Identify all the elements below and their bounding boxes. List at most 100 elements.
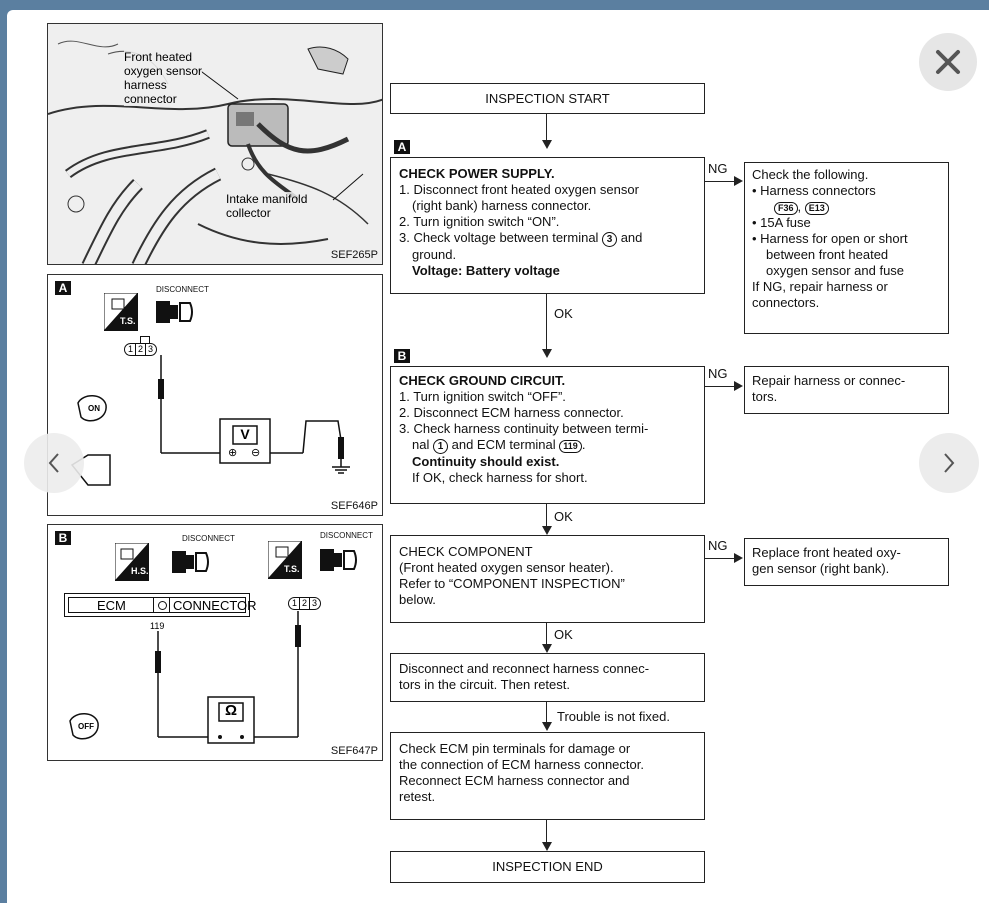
pin-3: 3	[312, 598, 318, 608]
comp-line-1: (Front heated oxygen sensor heater).	[399, 560, 614, 575]
repair-harness-box: Repair harness or connec- tors.	[744, 366, 949, 414]
arrow-down	[542, 349, 552, 358]
connector-e13: E13	[804, 202, 829, 215]
ground-title: CHECK GROUND CIRCUIT.	[399, 373, 566, 388]
step-letter-a: A	[394, 140, 410, 154]
figure-ref: SEF646P	[330, 500, 378, 512]
ecm-pin-number: 119	[150, 621, 165, 631]
check-note: If NG, repair harness or	[752, 279, 888, 294]
callout-sensor: Front heated oxygen sensor harness conne…	[124, 50, 203, 106]
arrow-right	[734, 553, 743, 563]
pin-3: 3	[148, 344, 154, 354]
check-note-b: connectors.	[752, 295, 820, 310]
chevron-right-icon	[944, 453, 955, 473]
figure-ref: SEF647P	[330, 745, 378, 757]
power-step-2: 2. Turn ignition switch “ON”.	[399, 214, 560, 229]
ecm-line-4: retest.	[399, 789, 436, 804]
repair-line-2: tors.	[752, 389, 778, 404]
comp-title: CHECK COMPONENT	[399, 544, 533, 559]
ignition-off-label: OFF	[78, 722, 94, 731]
ts-icon	[268, 541, 302, 579]
arrow-down	[542, 526, 552, 535]
meter-plus: ⊕	[228, 447, 238, 459]
close-button[interactable]	[919, 33, 977, 91]
comp-line-3: below.	[399, 592, 436, 607]
ground-step-2: 2. Disconnect ECM harness connector.	[399, 405, 624, 420]
arrow-down	[542, 722, 552, 731]
ecm-connector: ECM CONNECTOR	[64, 593, 257, 617]
ts-label: T.S.	[120, 316, 136, 326]
ng-label: NG	[708, 538, 728, 553]
ok-label: OK	[554, 627, 573, 642]
engine-photo-panel: Front heated oxygen sensor harness conne…	[47, 23, 383, 265]
ecm-terminal-119: 119	[559, 440, 582, 453]
meter-minus: ⊖	[251, 447, 261, 459]
check-ecm-box: Check ECM pin terminals for damage or th…	[390, 732, 705, 820]
hs-icon	[115, 543, 149, 581]
connector-disconnect-icon	[320, 549, 357, 571]
arrow-down	[542, 140, 552, 149]
step-letter-b: B	[394, 349, 410, 363]
power-result: Voltage: Battery voltage	[412, 263, 560, 278]
connector-disconnect-icon	[156, 301, 193, 323]
wiring-a	[70, 355, 350, 486]
replace-line-1: Replace front heated oxy-	[752, 545, 901, 560]
check-ground-circuit-box: CHECK GROUND CIRCUIT. 1. Turn ignition s…	[390, 366, 705, 504]
arrow-down	[542, 644, 552, 653]
pin-tab	[140, 336, 150, 344]
check-item-3: • Harness for open or short	[752, 231, 908, 246]
arrow-right	[734, 381, 743, 391]
ground-step-3b: nal 1 and ECM terminal 119.	[412, 437, 586, 454]
check-following-box: Check the following. • Harness connector…	[744, 162, 949, 334]
ng-label: NG	[708, 366, 728, 381]
panel-letter-b: B	[55, 531, 71, 545]
terminal-1: 1	[432, 439, 448, 454]
arrow-down	[542, 842, 552, 851]
start-label: INSPECTION START	[485, 91, 610, 106]
check-item-1: • Harness connectors	[752, 183, 876, 198]
meter-v-label: V	[240, 426, 250, 442]
pin-1: 1	[128, 344, 134, 354]
ng-label: NG	[708, 161, 728, 176]
ground-if-ok: If OK, check harness for short.	[412, 470, 588, 485]
check-power-supply-box: CHECK POWER SUPPLY. 1. Disconnect front …	[390, 157, 705, 294]
engine-photo	[48, 24, 382, 264]
end-label: INSPECTION END	[492, 859, 603, 874]
connector-disconnect-icon	[172, 551, 209, 573]
power-step-1b: (right bank) harness connector.	[412, 198, 592, 213]
callout-manifold: Intake manifold collector	[226, 192, 308, 220]
inspection-end-box: INSPECTION END	[390, 851, 705, 883]
not-fixed-label: Trouble is not fixed.	[557, 709, 670, 724]
ground-step-1: 1. Turn ignition switch “OFF”.	[399, 389, 566, 404]
ecm-line-1: Check ECM pin terminals for damage or	[399, 741, 631, 756]
repair-line-1: Repair harness or connec-	[752, 373, 906, 388]
pin-1: 1	[292, 598, 298, 608]
reconnect-line-1: Disconnect and reconnect harness connec-	[399, 661, 650, 676]
terminal-3: 3	[602, 232, 618, 247]
power-title: CHECK POWER SUPPLY.	[399, 166, 555, 181]
figure-ref: SEF265P	[330, 249, 378, 261]
ts-label: T.S.	[284, 564, 300, 574]
disconnect-label-left: DISCONNECT	[182, 534, 235, 543]
image-viewer: Front heated oxygen sensor harness conne…	[7, 10, 989, 903]
inspection-start-box: INSPECTION START	[390, 83, 705, 114]
arrow-right	[734, 176, 743, 186]
reconnect-line-2: tors in the circuit. Then retest.	[399, 677, 570, 692]
ok-label: OK	[554, 509, 573, 524]
replace-line-2: gen sensor (right bank).	[752, 561, 890, 576]
close-icon	[936, 50, 960, 74]
pin-2: 2	[299, 598, 311, 609]
ground-result: Continuity should exist.	[412, 454, 560, 469]
next-button[interactable]	[919, 433, 979, 493]
hs-label: H.S.	[131, 566, 149, 576]
power-step-3: 3. Check voltage between terminal 3 and	[399, 230, 643, 247]
disconnect-label: DISCONNECT	[156, 285, 209, 294]
check-connectors: F36, E13	[752, 199, 941, 215]
previous-button[interactable]	[24, 433, 84, 493]
connector-f36: F36	[774, 202, 798, 215]
panel-letter-a: A	[55, 281, 71, 295]
ok-label: OK	[554, 306, 573, 321]
reconnect-box: Disconnect and reconnect harness connec-…	[390, 653, 705, 702]
ts-icon	[104, 293, 138, 331]
